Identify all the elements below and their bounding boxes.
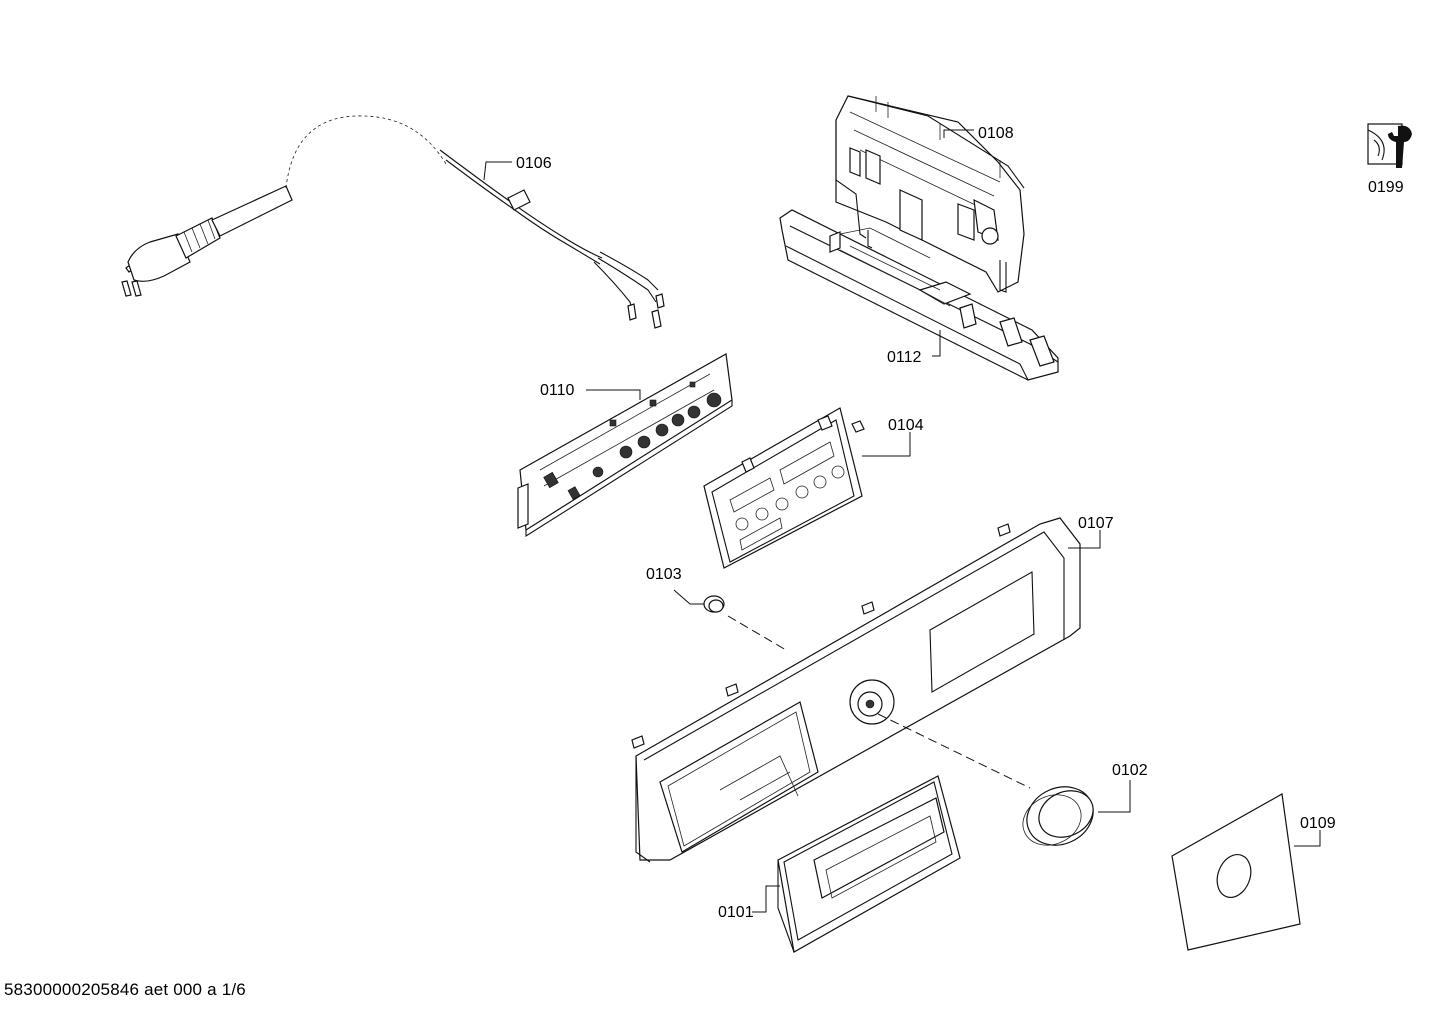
dispenser-handle-part[interactable]: 0101	[718, 775, 961, 953]
circuit-board-part[interactable]: 0110	[517, 353, 733, 537]
label-0112: 0112	[887, 349, 922, 366]
label-0101: 0101	[718, 904, 754, 921]
module-holder-part[interactable]: 0112	[779, 209, 1059, 381]
label-0199: 0199	[1368, 179, 1404, 196]
control-module-part[interactable]: 0108	[835, 95, 1025, 293]
label-0104: 0104	[888, 417, 924, 434]
label-0103: 0103	[646, 566, 682, 583]
document-footer: 58300000205846 aet 000 a 1/6	[4, 980, 246, 999]
decor-plate-part[interactable]: 0109	[1171, 793, 1336, 951]
label-0107: 0107	[1078, 515, 1114, 532]
service-wrench-icon	[1367, 123, 1412, 168]
knob-ring-part[interactable]: 0102	[877, 713, 1148, 856]
fascia-panel-part[interactable]: 0107	[631, 515, 1114, 863]
power-cord-part[interactable]: 0106	[121, 115, 665, 329]
service-icon-group[interactable]: 0199	[1367, 123, 1412, 196]
label-0110: 0110	[540, 382, 575, 399]
label-0106: 0106	[516, 155, 552, 172]
button-carrier-part[interactable]: 0104	[703, 407, 924, 569]
label-0109: 0109	[1300, 815, 1336, 832]
label-0102: 0102	[1112, 762, 1148, 779]
carrier-button-holes	[729, 441, 845, 551]
push-button-part[interactable]: 0103	[646, 566, 787, 651]
label-0108: 0108	[978, 125, 1014, 142]
board-connectors	[543, 381, 722, 500]
